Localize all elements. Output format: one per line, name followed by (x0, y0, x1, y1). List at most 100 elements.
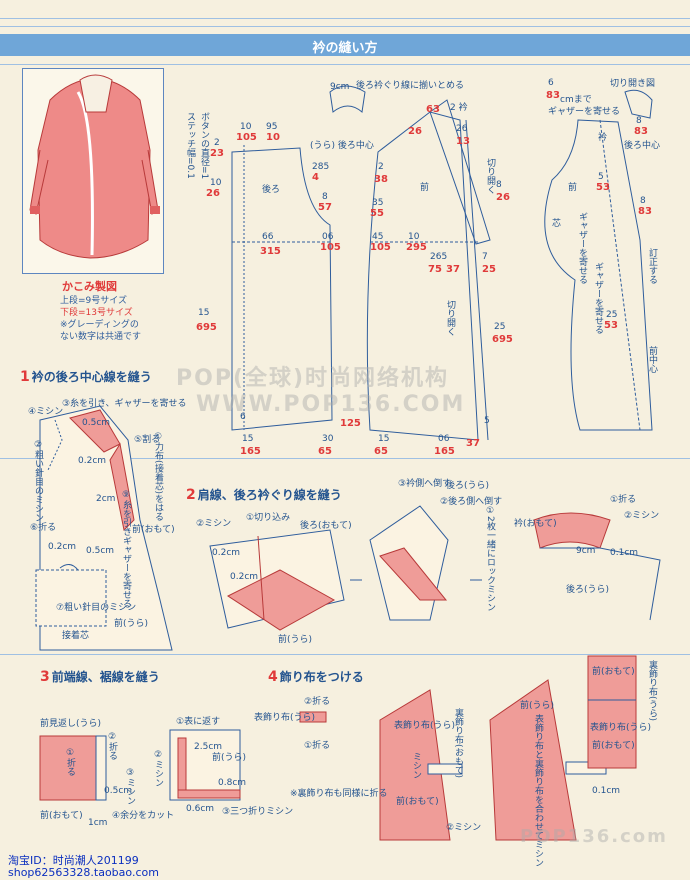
step3-machine-2: ②ミシン (153, 750, 163, 787)
dim-collar-13: 13 (456, 136, 470, 147)
dim-front-26: 37 (466, 438, 480, 449)
dim-cut-83b: 83 (634, 126, 648, 137)
dim-waist: 06 (322, 232, 334, 242)
footer-shop-id: 淘宝ID：时尚潮人201199 (8, 854, 139, 867)
dim-side: 8 (322, 192, 328, 202)
dim-cut-8b: 8 (636, 116, 642, 126)
step1-machine: ④ミシン (28, 407, 64, 417)
step4-01cm: 0.1cm (592, 786, 621, 796)
dim-back-top: 2 (214, 138, 220, 148)
page-title: 衿の縫い方 (312, 41, 378, 56)
cut-open-fig-label: 切り開き図 (610, 79, 656, 89)
step2-fold: ①折る (610, 495, 637, 505)
watermark-url: WWW.POP136.COM (196, 392, 466, 417)
dim-front-chest: 10 (408, 232, 420, 242)
step2-9cm: 9cm (576, 546, 596, 556)
dim-front-hem: 15 (378, 434, 390, 444)
dim-front-24: 8 (496, 180, 502, 190)
back-center-label: (うら) 後ろ中心 (310, 141, 374, 151)
illustration-caption: かこみ製図 (62, 280, 117, 293)
dim-waist-13: 105 (320, 242, 341, 253)
collar-note-label: 後ろ衿ぐり線に揃いとめる (356, 81, 465, 91)
step4-front-face: 前(おもて) (396, 797, 439, 807)
dim-hem-width: 15 (242, 434, 254, 444)
step3-triple: ③三つ折りミシン (222, 807, 294, 817)
dim-front-25-13: 26 (496, 192, 510, 203)
watermark-pop: POP(全球)时尚网络机构 (176, 366, 450, 391)
dim-front-neck-13: 26 (408, 126, 422, 137)
step2-machine-2: ②ミシン (624, 511, 660, 521)
dim-cut-8c: 8 (640, 196, 646, 206)
dim-shoulder-13: 4 (312, 172, 319, 183)
step3-front-back: 前(うら) (212, 753, 247, 763)
dim-front-side-13: 105 (370, 242, 391, 253)
front-center-label: 前中心 (647, 346, 657, 373)
cut-open-label-2: 切り開く (445, 300, 455, 336)
step4-front-face-3: 前(おもて) (592, 741, 635, 751)
step3-fold-1: ①折る (65, 748, 75, 776)
gather-until-label: cmまで (560, 95, 592, 105)
step1-2cm: 2cm (96, 494, 116, 504)
step2-to-collar: ③衿側へ倒す (398, 479, 452, 489)
back-center-fig-label: 後ろ中心 (624, 141, 661, 151)
step3-machine: ③ミシン (125, 768, 135, 805)
dim-hem-width-13: 165 (240, 446, 261, 457)
front-label-2: 前 (568, 183, 578, 193)
step1-gather: ③糸を引き、ギャザーを寄せる (62, 399, 187, 409)
dim-front-hem-13: 65 (374, 446, 388, 457)
step1-interfacing: 接着芯 (62, 631, 90, 641)
dim-front-chest-13: 295 (406, 242, 427, 253)
dim-front-hem-w-13: 165 (434, 446, 455, 457)
dim-hem-side: 30 (322, 434, 334, 444)
dim-hem-back: 6 (240, 412, 246, 422)
step2-01cm: 0.1cm (610, 548, 639, 558)
step2-back-face: 後ろ(おもて) (300, 521, 352, 531)
dim-shoulder: 285 (312, 162, 330, 172)
step1-05cm-b: 0.5cm (86, 546, 115, 556)
note-grading-1: ※グレーディングの (60, 320, 139, 330)
dim-back-width: 10 (240, 122, 252, 132)
dim-front-75: 7 (482, 252, 488, 262)
watermark-pop136: POP136.com (520, 826, 668, 847)
dim-cut-5b: 25 (606, 310, 618, 320)
gather-label-side-2: ギャザーを寄せる (593, 262, 603, 334)
footer-shop-url: shop62563328.taobao.com (8, 866, 159, 879)
step2-to-back: ②後ろ側へ倒す (440, 497, 503, 507)
dim-cut-83: 83 (546, 90, 560, 101)
step3-25cm: 2.5cm (194, 742, 223, 752)
dim-armhole: 10 (210, 178, 222, 188)
step2-back-back-2: 後ろ(うら) (566, 585, 610, 595)
gather-label-top: ギャザーを寄せる (548, 107, 621, 117)
step2-collar-face: 衿(おもて) (514, 519, 557, 529)
step4-inner-face: 裏飾り布(おもて) (453, 708, 463, 779)
dim-back-top-13: 23 (210, 148, 224, 159)
dim-cut-53: 53 (596, 182, 610, 193)
collar-label: 衿 (598, 133, 608, 143)
collar-num-label: 2 衿 (450, 103, 468, 113)
step4-outer-back-2: 表飾り布(うら) (394, 721, 456, 731)
dim-front-37: 37 (446, 264, 460, 275)
step4-fold-1: ①折る (304, 741, 331, 751)
dim-front-side: 45 (372, 232, 384, 242)
step2-overlock: ①2枚一緒にロックミシン (485, 506, 495, 612)
cut-open-label: 切り開く (485, 158, 495, 194)
step4-join: 表飾り布と裏飾り布を合わせてミシン (533, 714, 543, 867)
dim-back-width-13: 105 (236, 132, 257, 143)
dim-chest-13: 315 (260, 246, 281, 257)
dim-front-shoulder-13: 38 (374, 174, 388, 185)
step2-02cm-b: 0.2cm (230, 572, 259, 582)
dim-cut-8: 6 (548, 78, 554, 88)
step4-front-back: 前(うら) (520, 701, 555, 711)
dim-front-length-13: 695 (492, 334, 513, 345)
step3-05cm: 0.5cm (104, 786, 133, 796)
step1-02cm-b: 0.2cm (48, 542, 77, 552)
dim-cut-5: 5 (598, 172, 604, 182)
dim-front-bd-13: 75 (428, 264, 442, 275)
dim-front-shoulder: 2 (378, 162, 384, 172)
